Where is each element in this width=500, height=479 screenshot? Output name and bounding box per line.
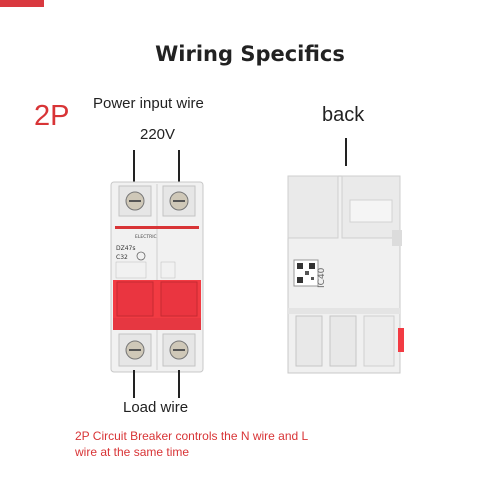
rating-marking: C32 (116, 254, 128, 261)
input-wire-left (133, 150, 135, 182)
back-marking: IC40 (317, 267, 327, 288)
model-marking: DZ47s (116, 245, 136, 252)
load-wire-right (178, 370, 180, 398)
load-wire-left (133, 370, 135, 398)
back-label: back (322, 104, 365, 126)
back-pointer-line (345, 138, 347, 166)
top-accent-bar (0, 0, 44, 7)
voltage-label: 220V (140, 126, 176, 143)
page-title: Wiring Specifics (155, 42, 345, 66)
input-wire-right (178, 150, 180, 182)
wiring-note: 2P Circuit Breaker controls the N wire a… (75, 429, 308, 459)
brand-marking: ELECTRIC (135, 234, 157, 240)
front-breaker-image: ELECTRIC DZ47s C32 (110, 181, 204, 373)
back-breaker-image: IC40 (287, 175, 404, 374)
power-input-label: Power input wire (93, 95, 204, 112)
pole-count-label: 2P (34, 100, 70, 132)
load-wire-label: Load wire (123, 399, 189, 416)
